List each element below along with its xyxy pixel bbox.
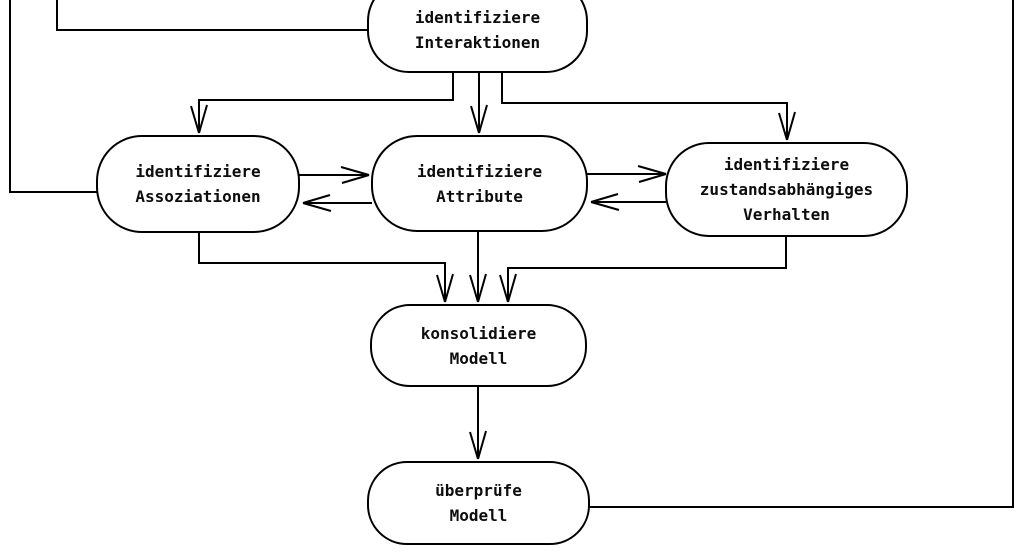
node-label-line: Attribute <box>436 186 523 206</box>
node-identifiziere-interaktionen: identifiziere Interaktionen <box>367 0 588 73</box>
node-label-line: identifiziere <box>135 162 261 181</box>
node-label-line: Modell <box>449 348 508 368</box>
edge-interaktionen-assoziationen <box>190 73 454 134</box>
node-label-line: identifiziere <box>723 155 850 174</box>
edge-ueberpruefe-feedback <box>589 0 1014 508</box>
node-label-line: zustandsabhängiges <box>699 180 874 199</box>
node-identifiziere-attribute: identifiziere Attribute <box>371 135 588 232</box>
edge-feedback-to-interaktionen <box>56 0 373 31</box>
node-identifiziere-zustandsabhaengiges-verhalten: identifiziere zustandsabhängiges Verhalt… <box>665 142 908 237</box>
edge-verhalten-konsolidiere <box>499 236 787 303</box>
node-label-line: Modell <box>449 506 508 525</box>
node-label-line: konsolidiere <box>420 323 537 343</box>
edge-interaktionen-verhalten <box>501 73 796 141</box>
node-label-line: überprüfe <box>435 481 522 500</box>
node-ueberpruefe-modell: überprüfe Modell <box>367 461 590 545</box>
edge-assoziationen-konsolidiere <box>198 232 454 303</box>
edge-feedback-to-assoziationen <box>9 0 98 193</box>
node-label-line: identifiziere <box>416 161 543 181</box>
node-label-line: identifiziere <box>414 8 541 27</box>
node-label-line: Verhalten <box>743 205 830 224</box>
node-konsolidiere-modell: konsolidiere Modell <box>370 304 587 387</box>
node-label-line: Interaktionen <box>414 33 541 52</box>
node-identifiziere-assoziationen: identifiziere Assoziationen <box>96 135 300 233</box>
node-label-line: Assoziationen <box>135 187 261 206</box>
